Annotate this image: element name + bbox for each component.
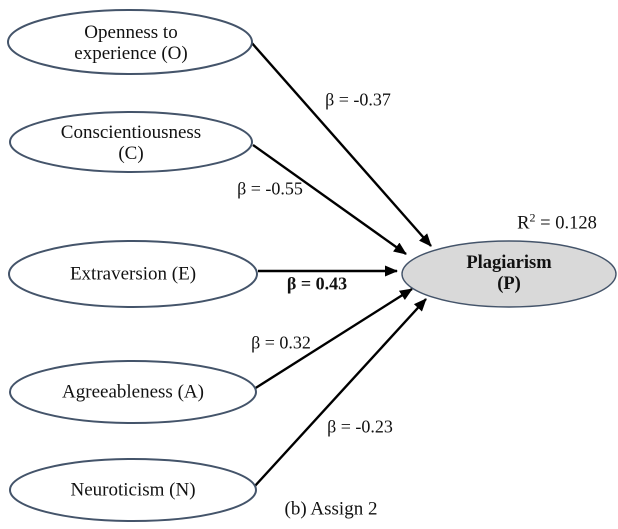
node-label-conscientiousness: Conscientiousness (C): [60, 122, 202, 164]
path-arrow-agreeableness: [253, 287, 413, 391]
node-ellipse-openness: [7, 9, 253, 75]
beta-label-neuroticism: β = -0.23: [327, 416, 393, 437]
r-squared-label: R2 = 0.128: [517, 207, 597, 234]
path-arrow-conscientiousness: [252, 144, 407, 255]
beta-label-agreeableness: β = 0.32: [251, 332, 311, 353]
node-ellipse-extraversion: [8, 240, 258, 308]
beta-label-conscientiousness: β = -0.55: [237, 178, 303, 199]
path-arrow-openness: [250, 41, 432, 247]
node-label-extraversion: Extraversion (E): [69, 263, 197, 285]
r-squared-value: = 0.128: [535, 213, 597, 234]
node-label-agreeableness: Agreeableness (A): [62, 381, 204, 403]
path-arrow-neuroticism: [253, 298, 427, 488]
node-label-plagiarism: Plagiarism (P): [466, 253, 552, 294]
r-squared-base: R: [517, 213, 530, 234]
r-squared-superscript: 2: [529, 210, 536, 225]
node-ellipse-conscientiousness: [9, 111, 253, 173]
node-ellipse-plagiarism: [401, 240, 617, 308]
node-label-openness: Openness to experience (O): [74, 22, 188, 64]
node-label-neuroticism: Neuroticism (N): [70, 479, 196, 501]
figure-caption: (b) Assign 2: [284, 498, 378, 520]
node-ellipse-neuroticism: [9, 458, 257, 522]
beta-label-openness: β = -0.37: [325, 89, 391, 110]
node-ellipse-agreeableness: [9, 360, 257, 424]
beta-label-extraversion: β = 0.43: [286, 273, 348, 294]
